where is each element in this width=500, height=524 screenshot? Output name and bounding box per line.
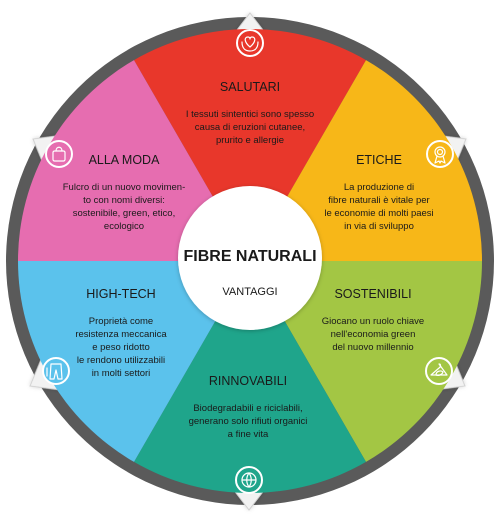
sector-description-line: del nuovo millennio — [332, 342, 413, 353]
sector-description-line: in via di sviluppo — [344, 221, 414, 232]
sector-description-line: resistenza meccanica — [75, 329, 167, 340]
sector-salutari — [134, 29, 366, 262]
sector-description-line: causa di eruzioni cutanee, — [195, 122, 305, 133]
sector-description-line: I tessuti sintentici sono spesso — [186, 109, 314, 120]
bag-icon-part — [55, 146, 63, 152]
sector-title-high-tech: HIGH-TECH — [86, 287, 155, 301]
sector-high-tech — [18, 261, 250, 462]
heart-hands-icon-part — [244, 36, 256, 48]
badge-circle — [45, 140, 73, 168]
badge-sostenibili — [425, 357, 453, 385]
sector-description-line: fibre naturali è vitale per — [328, 195, 429, 206]
recycle-globe-icon — [241, 472, 257, 488]
award-ribbon-icon — [434, 146, 446, 164]
sector-etiche — [250, 60, 482, 261]
sector-description-sostenibili: Giocano un ruolo chiave nell'economia gre… — [322, 316, 424, 353]
leaf-hanger-icon-part — [430, 363, 448, 376]
sector-description-line: ecologico — [104, 221, 144, 232]
award-ribbon-icon-part — [436, 148, 444, 156]
heart-hands-icon — [241, 36, 259, 52]
sector-description-etiche: La produzione di fibre naturali è vitale … — [324, 182, 433, 232]
sector-description-line: in molti settori — [92, 368, 151, 379]
bag-icon — [52, 146, 66, 162]
recycle-globe-icon-part — [241, 472, 257, 488]
sector-sostenibili — [250, 261, 482, 462]
award-ribbon-icon-part — [434, 146, 446, 158]
sector-description-line: La produzione di — [344, 182, 414, 193]
sector-description-line: Proprietà come — [89, 316, 153, 327]
badge-alla-moda — [45, 140, 73, 168]
leaf-hanger-icon-part — [435, 370, 444, 376]
sector-alla-moda — [18, 60, 250, 261]
badge-rinnovabili — [235, 466, 263, 494]
hub-circle — [178, 186, 322, 330]
award-ribbon-icon-part — [434, 155, 446, 164]
sector-description-line: generano solo rifiuti organici — [189, 416, 308, 427]
sector-description-line: to con nomi diversi: — [83, 195, 165, 206]
sector-description-line: e peso ridotto — [92, 342, 150, 353]
sector-description-line: a fine vita — [228, 429, 269, 440]
heart-hands-icon-part — [241, 41, 259, 52]
trousers-icon — [46, 363, 63, 380]
sector-title-sostenibili: SOSTENIBILI — [334, 287, 411, 301]
sector-rinnovabili — [134, 261, 366, 493]
sector-description-high-tech: Proprietà come resistenza meccanica e peso… — [75, 316, 167, 379]
sector-description-rinnovabili: Biodegradabili e riciclabili, generano so… — [189, 403, 308, 440]
badge-circle — [236, 29, 264, 57]
sector-description-line: prurito e allergie — [216, 135, 284, 146]
sector-description-line: le rendono utilizzabili — [77, 355, 165, 366]
bag-icon-part — [52, 150, 66, 162]
sector-description-line: sostenibile, green, etico, — [73, 208, 175, 219]
leaf-hanger-icon — [430, 363, 448, 376]
trousers-icon-part — [49, 363, 63, 380]
hub-title: FIBRE NATURALI — [183, 248, 316, 265]
sector-title-rinnovabili: RINNOVABILI — [209, 374, 287, 388]
sector-description-line: le economie di molti paesi — [324, 208, 433, 219]
sector-title-etiche: ETICHE — [356, 153, 402, 167]
sector-title-alla-moda: ALLA MODA — [89, 153, 161, 167]
sector-description-line: Giocano un ruolo chiave — [322, 316, 424, 327]
badge-salutari — [236, 29, 264, 57]
badge-high-tech — [42, 357, 70, 385]
sector-description-salutari: I tessuti sintentici sono spesso causa di… — [186, 109, 314, 146]
sector-description-line: nell'economia green — [331, 329, 416, 340]
sector-title-salutari: SALUTARI — [220, 80, 280, 94]
badge-etiche — [426, 140, 454, 168]
hub-subtitle: VANTAGGI — [222, 286, 277, 298]
sector-description-alla-moda: Fulcro di un nuovo movimen-to con nomi d… — [63, 182, 186, 232]
sector-description-line: Fulcro di un nuovo movimen- — [63, 182, 186, 193]
sector-description-line: Biodegradabili e riciclabili, — [193, 403, 302, 414]
